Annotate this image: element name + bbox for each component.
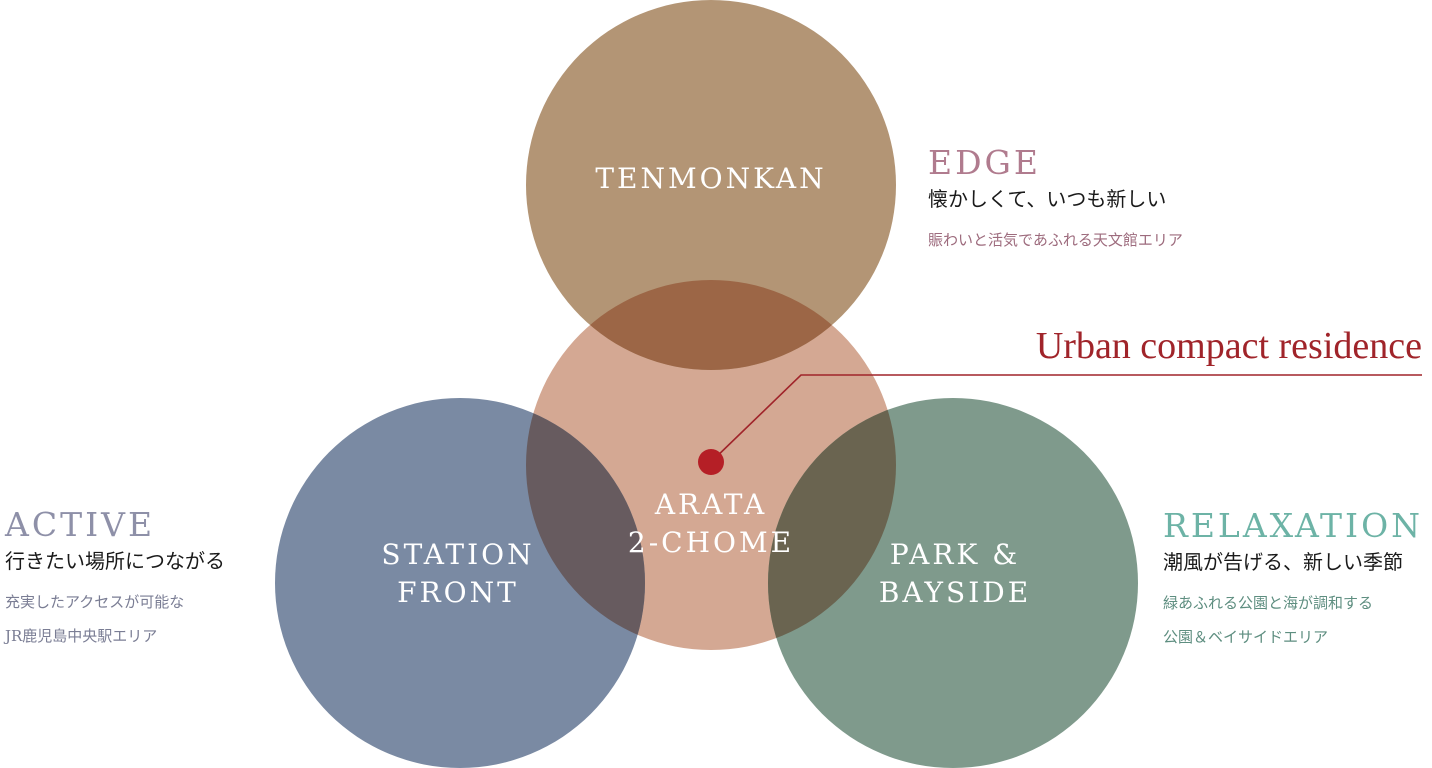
park-arata-overlap	[768, 398, 896, 650]
edge-description: 賑わいと活気であふれる天文館エリア	[928, 231, 1183, 249]
relaxation-tagline: 潮風が告げる、新しい季節	[1163, 550, 1403, 574]
site-marker-dot	[698, 449, 724, 475]
tenmonkan-circle	[526, 0, 896, 370]
edge-caption: EDGE 懐かしくて、いつも新しい 賑わいと活気であふれる天文館エリア	[928, 145, 1183, 257]
active-heading: ACTIVE	[5, 505, 156, 544]
active-tagline: 行きたい場所につながる	[5, 549, 225, 573]
edge-heading: EDGE	[928, 143, 1041, 182]
edge-tagline: 懐かしくて、いつも新しい	[928, 187, 1167, 211]
station-arata-overlap	[526, 398, 645, 650]
relaxation-caption: RELAXATION 潮風が告げる、新しい季節 緑あふれる公園と海が調和する 公…	[1163, 508, 1423, 654]
relaxation-description: 緑あふれる公園と海が調和する 公園＆ベイサイドエリア	[1163, 594, 1374, 646]
relaxation-heading: RELAXATION	[1163, 506, 1424, 545]
active-description: 充実したアクセスが可能な JR鹿児島中央駅エリア	[5, 593, 185, 645]
active-caption: ACTIVE 行きたい場所につながる 充実したアクセスが可能な JR鹿児島中央駅…	[5, 507, 225, 653]
concept-title: Urban compact residence	[1035, 325, 1422, 367]
concept-leader-line	[710, 374, 1422, 463]
